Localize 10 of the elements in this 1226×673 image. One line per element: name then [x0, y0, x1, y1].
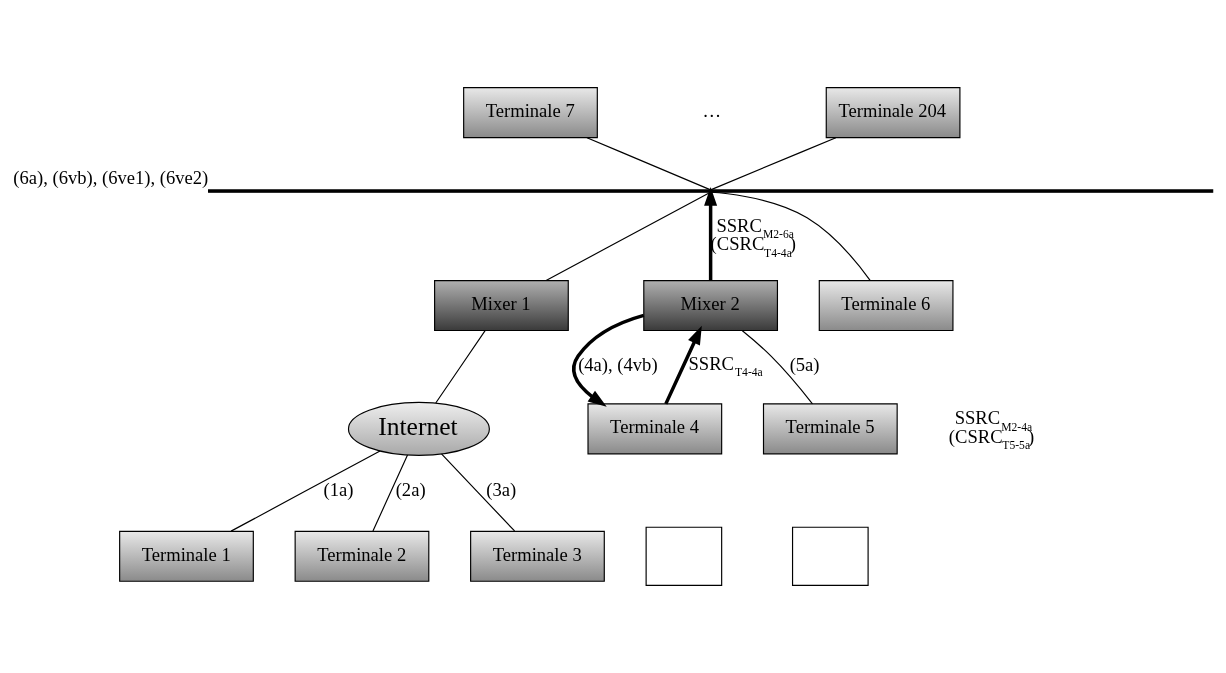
edge-label: (4a), (4vb): [578, 353, 658, 375]
edge-label: SSRC$_{T4-4a}$: [688, 352, 763, 380]
edge-label: SSRC$_{M2-6a}$ (CSRC$_{T4-4a}$): [710, 214, 796, 260]
node-label: (6a), (6vb), (6ve1), (6ve2): [13, 166, 209, 188]
edge-label: (2a): [395, 478, 426, 500]
edge-label: (3a): [486, 478, 517, 500]
label: …: [702, 100, 722, 122]
edge-label: (1a): [323, 478, 354, 500]
edge-label: (5a): [789, 353, 820, 375]
label: SSRC$_{M2-4a}$ (CSRC$_{T5-5a}$): [948, 407, 1035, 453]
